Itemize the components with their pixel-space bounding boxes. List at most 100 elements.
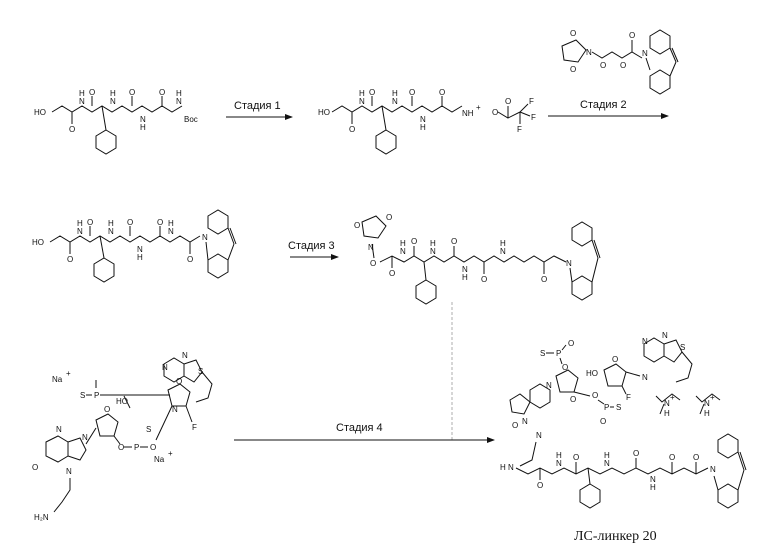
atom-n: N bbox=[710, 465, 716, 474]
atom-h: H bbox=[108, 219, 114, 228]
atom-p: P bbox=[556, 349, 561, 358]
atom-f: F bbox=[626, 393, 631, 402]
atom-o: O bbox=[600, 61, 606, 70]
atom-o: O bbox=[411, 237, 417, 246]
atom-s: S bbox=[146, 425, 151, 434]
atom-h: H bbox=[500, 463, 506, 472]
compound-nhs-peptide-dbco: O O N O O N H O N H O N H O N H O N bbox=[354, 213, 600, 304]
atom-h: H bbox=[664, 409, 670, 418]
atom-h: H bbox=[430, 239, 436, 248]
atom-n: N bbox=[430, 247, 436, 256]
atom-h: H bbox=[392, 89, 398, 98]
atom-n: N bbox=[79, 97, 85, 106]
atom-o: O bbox=[69, 125, 75, 134]
atom-o: O bbox=[570, 395, 576, 404]
atom-nh3: NH bbox=[462, 109, 474, 118]
atom-o: O bbox=[370, 259, 376, 268]
atom-o: O bbox=[481, 275, 487, 284]
atom-charge: + bbox=[168, 449, 173, 458]
atom-s: S bbox=[80, 391, 85, 400]
atom-o: O bbox=[451, 237, 457, 246]
atom-h: H bbox=[140, 123, 146, 132]
atom-h: H bbox=[79, 89, 85, 98]
atom-n: N bbox=[500, 247, 506, 256]
atom-n: N bbox=[662, 331, 668, 340]
atom-o: O bbox=[541, 275, 547, 284]
atom-h: H bbox=[77, 219, 83, 228]
atom-f: F bbox=[192, 423, 197, 432]
atom-n: N bbox=[108, 227, 114, 236]
atom-ho: HO bbox=[586, 369, 598, 378]
atom-o: O bbox=[439, 88, 445, 97]
atom-o: O bbox=[573, 453, 579, 462]
atom-n: N bbox=[110, 97, 116, 106]
atom-n: N bbox=[168, 227, 174, 236]
label-stage-3: Стадия 3 bbox=[288, 240, 335, 252]
atom-n: N bbox=[176, 97, 182, 106]
atom-h: H bbox=[176, 89, 182, 98]
atom-n: N bbox=[586, 48, 592, 57]
atom-o: O bbox=[389, 269, 395, 278]
atom-o: O bbox=[570, 65, 576, 74]
atom-boc: Boc bbox=[184, 115, 198, 124]
label-stage-1: Стадия 1 bbox=[234, 100, 281, 112]
atom-o: O bbox=[67, 255, 73, 264]
atom-o: O bbox=[693, 453, 699, 462]
atom-ho: HO bbox=[116, 397, 128, 406]
atom-charge: + bbox=[66, 369, 71, 378]
atom-o: O bbox=[570, 29, 576, 38]
atom-s: S bbox=[680, 343, 685, 352]
atom-h: H bbox=[400, 239, 406, 248]
atom-o: O bbox=[629, 31, 635, 40]
compound-peptide-dbco-acid: HO O O N H N H O N H O N H O N bbox=[32, 210, 236, 282]
atom-h2n: H₂N bbox=[34, 513, 49, 522]
atom-n: N bbox=[642, 337, 648, 346]
atom-o: O bbox=[104, 405, 110, 414]
atom-f: F bbox=[529, 97, 534, 106]
atom-h: H bbox=[137, 253, 143, 262]
atom-o: O bbox=[118, 443, 124, 452]
atom-n: N bbox=[66, 467, 72, 476]
atom-n: N bbox=[56, 425, 62, 434]
atom-n: N bbox=[392, 97, 398, 106]
atom-n: N bbox=[522, 417, 528, 426]
atom-o: O bbox=[127, 218, 133, 227]
atom-h: H bbox=[604, 451, 610, 460]
atom-o: O bbox=[32, 463, 38, 472]
atom-h: H bbox=[110, 89, 116, 98]
atom-n: N bbox=[508, 463, 514, 472]
atom-o: O bbox=[386, 213, 392, 222]
compound-drug-linker-20: S P O O O N N O N O P S O HO O F N N N S bbox=[500, 331, 746, 508]
atom-f: F bbox=[517, 125, 522, 134]
atom-o: O bbox=[369, 88, 375, 97]
atom-o: O bbox=[600, 417, 606, 426]
atom-n: N bbox=[642, 373, 648, 382]
atom-o: O bbox=[505, 97, 511, 106]
atom-ho: HO bbox=[32, 238, 44, 247]
atom-o: O bbox=[87, 218, 93, 227]
atom-n: N bbox=[400, 247, 406, 256]
atom-o: O bbox=[512, 421, 518, 430]
atom-p: P bbox=[604, 403, 609, 412]
atom-n: N bbox=[162, 363, 168, 372]
label-stage-2: Стадия 2 bbox=[580, 99, 627, 111]
atom-o: O bbox=[150, 443, 156, 452]
atom-p: P bbox=[94, 391, 99, 400]
atom-n: N bbox=[566, 259, 572, 268]
reagent-dbco-nhs: O O N O O O N bbox=[562, 29, 678, 94]
atom-h: H bbox=[168, 219, 174, 228]
atom-h: H bbox=[650, 483, 656, 492]
atom-o: O bbox=[592, 391, 598, 400]
atom-n: N bbox=[202, 233, 208, 242]
compound-boc-peptide: HO O O N H N H O N H O N H Boc bbox=[34, 88, 198, 154]
atom-o: O bbox=[620, 61, 626, 70]
atom-n: N bbox=[359, 97, 365, 106]
label-stage-4: Стадия 4 bbox=[336, 422, 383, 434]
atom-o: O bbox=[409, 88, 415, 97]
atom-charge: + bbox=[476, 103, 481, 112]
atom-na: Na bbox=[52, 375, 63, 384]
atom-o: O bbox=[633, 449, 639, 458]
atom-n: N bbox=[546, 381, 552, 390]
atom-o: O bbox=[187, 255, 193, 264]
